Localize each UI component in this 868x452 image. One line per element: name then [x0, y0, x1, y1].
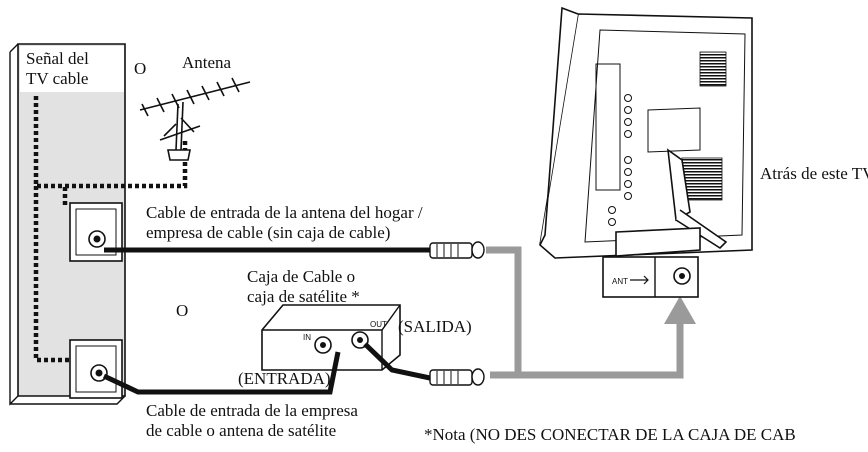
cable-signal-label-line2: TV cable — [26, 69, 89, 88]
or-label-top: O — [134, 59, 147, 78]
company-cable-label-line2: de cable o antena de satélite — [146, 421, 337, 440]
dotted-signal-paths — [33, 96, 188, 363]
box-output-cable — [363, 342, 485, 386]
wall-label-area — [20, 46, 124, 92]
or-label-middle: O — [176, 301, 189, 320]
tv-ant-terminal: ANT — [602, 256, 699, 298]
box-out-port-label: OUT — [370, 320, 387, 329]
note-label: *Nota (NO DES CONECTAR DE LA CAJA DE CAB — [424, 425, 796, 444]
home-cable-label-line2: empresa de cable (sin caja de cable) — [146, 223, 391, 242]
cable-signal-label-line1: Señal del — [26, 49, 89, 68]
antenna-label: Antena — [182, 53, 232, 72]
box-in-port-label: IN — [303, 333, 311, 342]
company-cable — [102, 351, 341, 395]
cable-box-label-line2: caja de satélite * — [247, 287, 360, 306]
output-label: (SALIDA) — [398, 317, 472, 336]
right-arrow-icon — [630, 275, 649, 285]
company-cable-label-line1: Cable de entrada de la empresa — [146, 401, 358, 420]
up-arrow-icon — [664, 296, 696, 324]
wall-plate-bottom — [69, 339, 123, 399]
antenna-icon — [139, 77, 251, 161]
cable-box: IN OUT — [261, 304, 401, 371]
gray-connection-arrow — [486, 246, 684, 379]
home-antenna-cable — [104, 241, 485, 259]
tv-ant-port-label: ANT — [612, 277, 628, 286]
input-label: (ENTRADA) — [238, 369, 331, 388]
cable-box-label-line1: Caja de Cable o — [247, 267, 356, 286]
back-of-tv-label: Atrás de este TV — [760, 164, 868, 183]
home-cable-label-line1: Cable de entrada de la antena del hogar … — [146, 203, 423, 222]
tv-rear — [539, 6, 753, 259]
